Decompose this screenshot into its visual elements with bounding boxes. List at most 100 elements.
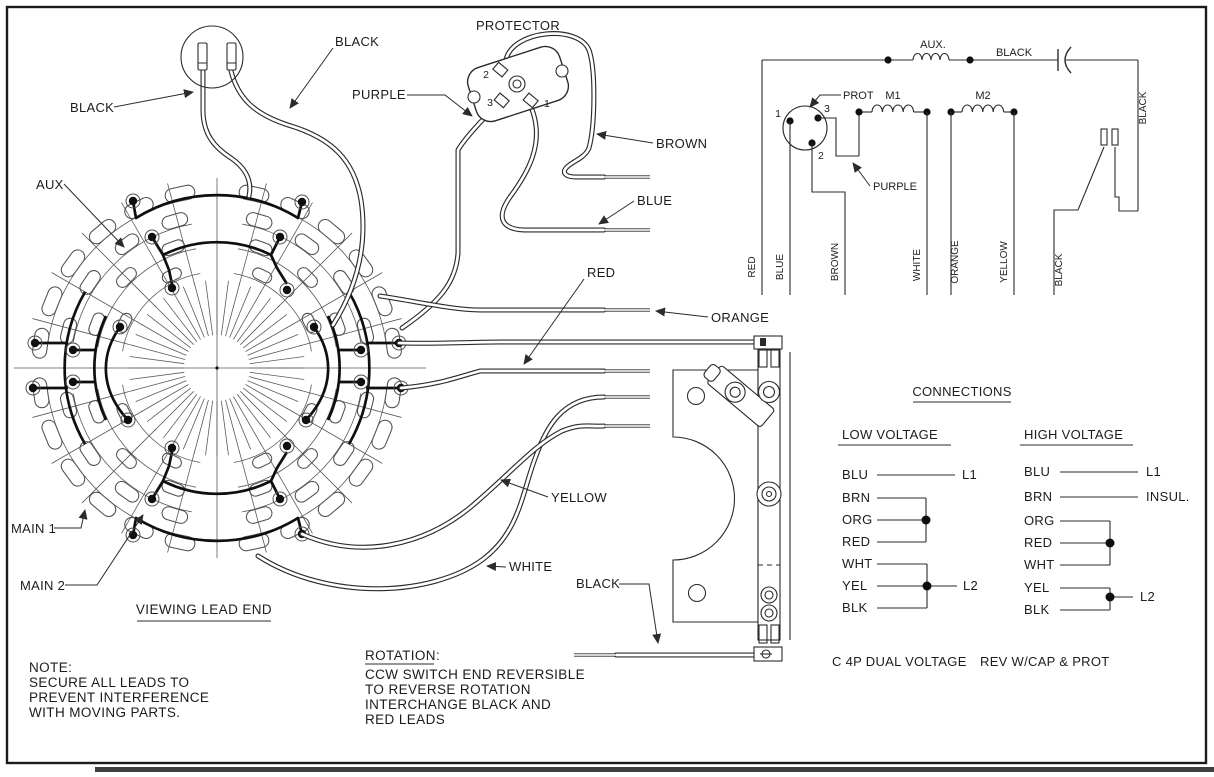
note-line2: PREVENT INTERFERENCE [29, 690, 209, 705]
low-row-blu: BLU [842, 467, 868, 482]
rotation-line1: CCW SWITCH END REVERSIBLE [365, 667, 585, 682]
brown-wire [503, 31, 607, 180]
m2-coil [961, 104, 1005, 113]
schematic-m1-label: M1 [885, 90, 900, 102]
low-voltage-title: LOW VOLTAGE [842, 427, 938, 442]
high-row-wht: WHT [1024, 557, 1055, 572]
winding-terminal-dots [25, 193, 409, 543]
connections-footer-left: C 4P DUAL VOLTAGE [832, 654, 967, 669]
schematic-aux-label: AUX. [920, 39, 946, 51]
schematic-black-top-label: BLACK [996, 47, 1033, 59]
schematic-t2: 2 [818, 150, 824, 162]
schematic-blue-label: BLUE [775, 254, 786, 280]
black-capacitor-right-label: BLACK [335, 34, 379, 49]
high-row-brn: BRN [1024, 489, 1052, 504]
purple-wire [399, 101, 501, 331]
black-wire-capacitor-left [200, 68, 253, 199]
connections-title: CONNECTIONS [912, 384, 1011, 399]
rotation-block: ROTATION: CCW SWITCH END REVERSIBLE TO R… [365, 648, 585, 727]
stator-winding-diagram [14, 178, 426, 558]
white-label: WHITE [509, 559, 552, 574]
note-line1: SECURE ALL LEADS TO [29, 675, 189, 690]
low-row-blk: BLK [842, 600, 868, 615]
brown-label: BROWN [656, 136, 707, 151]
schematic-yellow-label: YELLOW [999, 241, 1010, 283]
orange-label: ORANGE [711, 310, 769, 325]
bare-wire-tips [574, 175, 650, 657]
high-row-blu-terminal: L1 [1146, 464, 1161, 479]
rotation-line4: RED LEADS [365, 712, 445, 727]
schematic-orange-label: ORANGE [950, 240, 961, 284]
schematic: AUX. BLACK BLACK 1 3 2 PROT PURPLE M1 M2… [747, 39, 1149, 295]
viewing-lead-end-caption: VIEWING LEAD END [136, 602, 272, 617]
schematic-t3: 3 [824, 103, 830, 115]
schematic-switch: BLACK [1053, 128, 1138, 295]
schematic-purple-label: PURPLE [873, 181, 917, 193]
protector-terminal-2 [492, 61, 509, 78]
protector-terminal-3 [493, 92, 510, 109]
black-wire-capacitor-right [228, 68, 366, 328]
lead-wires [200, 31, 758, 658]
protector-terminal-2-number: 2 [483, 69, 489, 81]
schematic-t1: 1 [775, 108, 781, 120]
high-voltage-title: HIGH VOLTAGE [1024, 427, 1123, 442]
protector-terminal-1-number: 1 [544, 98, 550, 110]
black-switch-lead-label: BLACK [576, 576, 620, 591]
red-wire [398, 368, 607, 391]
schematic-black-switch-label: BLACK [1054, 253, 1065, 286]
high-row-blk: BLK [1024, 602, 1050, 617]
schematic-m2-label: M2 [975, 90, 990, 102]
sheet-edge-strip [95, 767, 1214, 772]
low-row-wht: WHT [842, 556, 873, 571]
capacitor-curved-plate [1064, 46, 1072, 74]
blue-wire [499, 104, 607, 233]
high-row-red: RED [1024, 535, 1052, 550]
high-row-yel: YEL [1024, 580, 1049, 595]
schematic-prot-label: PROT [843, 90, 874, 102]
high-voltage-table: HIGH VOLTAGE BLU L1 BRN INSUL. ORG RED W… [1020, 427, 1190, 617]
schematic-red-label: RED [747, 256, 758, 277]
yellow-label: YELLOW [551, 490, 607, 505]
top-rail-wire [396, 339, 758, 346]
connections-section: CONNECTIONS LOW VOLTAGE BLU L1 BRN ORG R… [832, 384, 1190, 669]
m1-coil [871, 104, 915, 113]
protector-label: PROTECTOR [476, 18, 560, 33]
note-block: NOTE: SECURE ALL LEADS TO PREVENT INTERF… [29, 660, 209, 720]
black-capacitor-left-label: BLACK [70, 100, 114, 115]
white-wire [255, 394, 607, 592]
schematic-white-label: WHITE [912, 249, 923, 282]
low-voltage-table: LOW VOLTAGE BLU L1 BRN ORG RED WHT YEL L… [838, 427, 978, 615]
pictorial-labels: BLACK BLACK PURPLE PROTECTOR BROWN BLUE … [11, 18, 769, 644]
blue-label: BLUE [637, 193, 672, 208]
aux-label: AUX [36, 177, 64, 192]
high-row-brn-terminal: INSUL. [1146, 489, 1190, 504]
protector-terminal-3-number: 3 [487, 97, 493, 109]
yellow-wire [299, 423, 607, 550]
low-row-blu-terminal: L1 [962, 467, 977, 482]
connections-footer-right: REV W/CAP & PROT [980, 654, 1110, 669]
protector-terminal-1 [522, 92, 539, 109]
high-row-blu: BLU [1024, 464, 1050, 479]
low-row-red: RED [842, 534, 870, 549]
aux-coil [912, 52, 950, 61]
rotation-line2: TO REVERSE ROTATION [365, 682, 531, 697]
prot-circle [782, 105, 828, 151]
purple-label: PURPLE [352, 87, 406, 102]
main2-label: MAIN 2 [20, 578, 65, 593]
rotation-title: ROTATION: [365, 648, 440, 663]
high-row-yel-terminal: L2 [1140, 589, 1155, 604]
rotation-line3: INTERCHANGE BLACK AND [365, 697, 551, 712]
orange-wire [377, 293, 607, 313]
red-label: RED [587, 265, 615, 280]
schematic-brown-label: BROWN [830, 243, 841, 281]
drawing-border [5, 5, 1208, 765]
main1-label: MAIN 1 [11, 521, 56, 536]
schematic-black-right-label: BLACK [1138, 91, 1149, 124]
switch-end-bracket [672, 335, 791, 662]
low-row-org: ORG [842, 512, 873, 527]
protector: 2 3 1 [466, 45, 570, 123]
switch-lever [703, 364, 775, 427]
low-row-yel-terminal: L2 [963, 578, 978, 593]
high-row-org: ORG [1024, 513, 1055, 528]
